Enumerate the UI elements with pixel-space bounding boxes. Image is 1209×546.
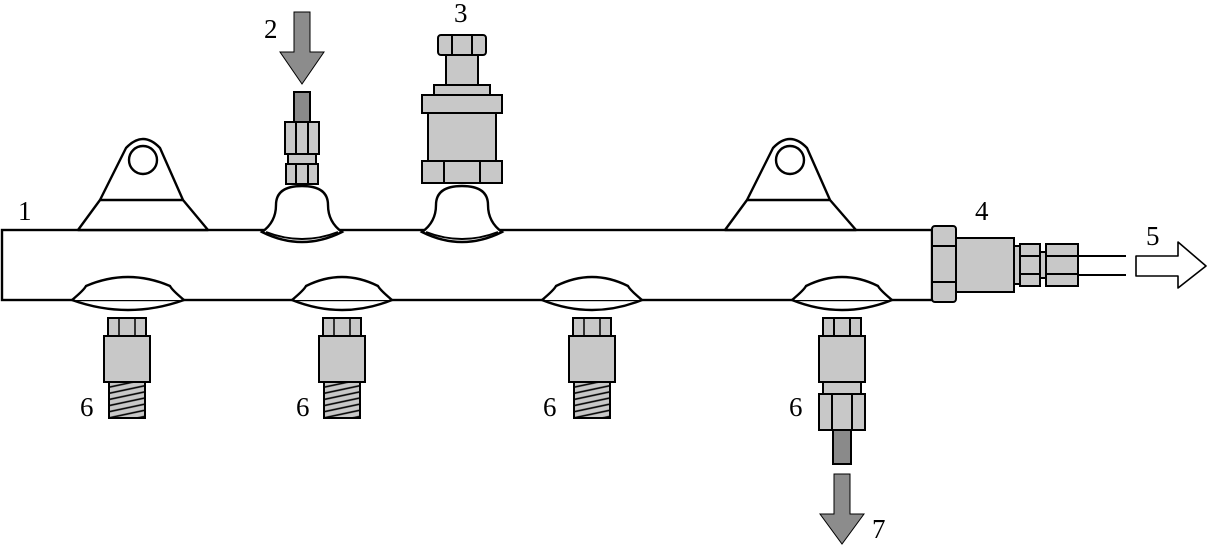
injector-fitting-4 (818, 317, 866, 465)
limiter-boss (419, 184, 505, 244)
sensor-output-arrow (1135, 241, 1207, 289)
pressure-sensor (931, 225, 1079, 303)
label-injector-port-4: 6 (789, 392, 803, 422)
inlet-arrow (279, 11, 325, 85)
inlet-boss (259, 184, 345, 244)
label-injector-port-3: 6 (543, 392, 557, 422)
label-injector-port-2: 6 (296, 392, 310, 422)
injector-boss-undersides (71, 298, 893, 312)
mounting-bracket-right (723, 137, 858, 232)
inlet-fitting (284, 91, 320, 185)
label-outlet: 7 (872, 514, 886, 544)
sensor-wires (1078, 255, 1126, 276)
mounting-bracket-left (76, 137, 210, 232)
injector-fitting-1 (103, 317, 151, 419)
outlet-arrow (819, 473, 865, 545)
injector-bosses (71, 275, 893, 301)
label-pressure-limiter: 3 (454, 0, 468, 28)
label-inlet: 2 (264, 14, 278, 44)
label-rail: 1 (18, 196, 32, 226)
injector-fitting-3 (568, 317, 616, 419)
label-sensor: 4 (975, 196, 989, 226)
label-sensor-output: 5 (1146, 221, 1160, 251)
label-injector-port-1: 6 (80, 392, 94, 422)
injector-fitting-2 (318, 317, 366, 419)
pressure-limiter-valve (421, 34, 503, 184)
